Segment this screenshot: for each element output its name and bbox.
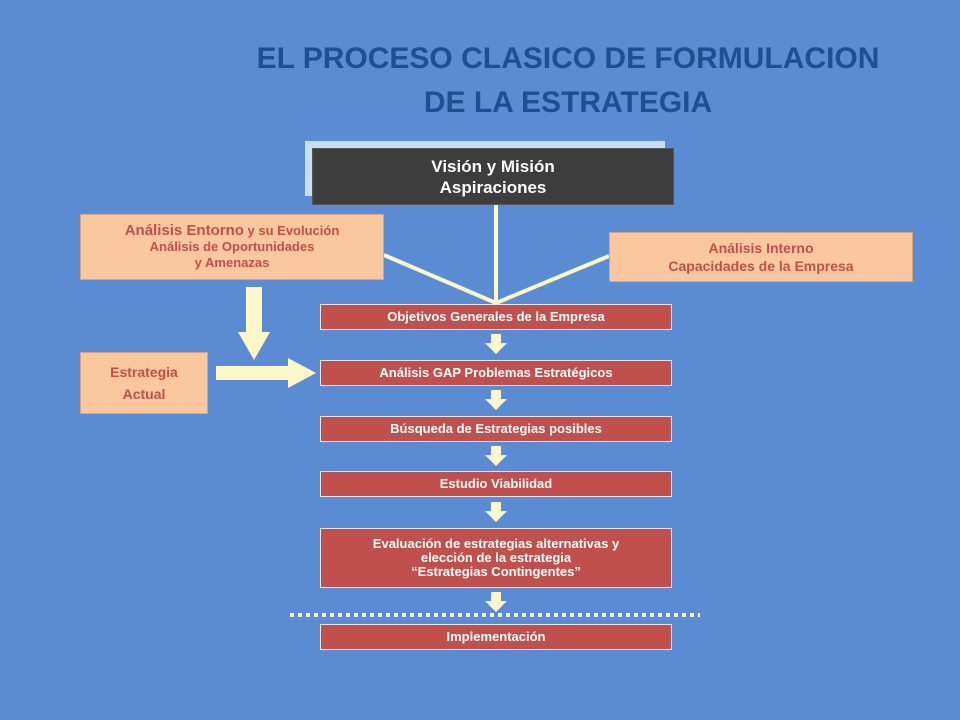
actual-line-2: Actual bbox=[122, 386, 166, 402]
env-line-1-small: y su Evolución bbox=[243, 223, 340, 238]
vision-line-2: Aspiraciones bbox=[439, 177, 547, 197]
step-objetivos-label: Objetivos Generales de la Empresa bbox=[387, 309, 605, 324]
step-viabilidad-label: Estudio Viabilidad bbox=[439, 476, 553, 491]
step-arrows bbox=[485, 334, 507, 612]
step-busqueda: Búsqueda de Estrategias posibles bbox=[320, 416, 672, 442]
env-line-2: Análisis de Oportunidades bbox=[149, 239, 315, 254]
internal-analysis-box: Análisis Interno Capacidades de la Empre… bbox=[609, 232, 913, 282]
step-evaluacion: Evaluación de estrategias alternativas y… bbox=[320, 528, 672, 588]
step-objetivos: Objetivos Generales de la Empresa bbox=[320, 304, 672, 330]
actual-right-arrow-head bbox=[288, 358, 316, 388]
step-evaluacion-line-2: elección de la estrategia bbox=[420, 550, 572, 565]
step-gap: Análisis GAP Problemas Estratégicos bbox=[320, 360, 672, 386]
step-evaluacion-line-1: Evaluación de estrategias alternativas y bbox=[372, 536, 620, 551]
env-line-1-big: Análisis Entorno bbox=[124, 222, 244, 239]
connector-internal bbox=[495, 254, 610, 305]
step-implementacion-label: Implementación bbox=[446, 629, 546, 644]
env-down-arrow-head bbox=[238, 332, 270, 360]
vision-line-1: Visión y Misión bbox=[431, 156, 555, 176]
title-line-2: DE LA ESTRATEGIA bbox=[423, 86, 713, 119]
current-strategy-box: Estrategia Actual bbox=[80, 352, 208, 414]
step-viabilidad: Estudio Viabilidad bbox=[320, 471, 672, 497]
int-line-1: Análisis Interno bbox=[708, 240, 814, 256]
actual-line-1: Estrategia bbox=[110, 364, 178, 380]
step-evaluacion-line-3: “Estrategias Contingentes” bbox=[411, 564, 581, 579]
environment-analysis-box: Análisis Entorno y su Evolución Análisis… bbox=[80, 214, 384, 280]
step-gap-label: Análisis GAP Problemas Estratégicos bbox=[379, 365, 613, 380]
connector-environment bbox=[383, 253, 497, 305]
env-down-arrow-shaft bbox=[246, 287, 262, 334]
step-implementacion: Implementación bbox=[320, 624, 672, 650]
step-busqueda-label: Búsqueda de Estrategias posibles bbox=[390, 421, 602, 436]
vision-mission-box: Visión y Misión Aspiraciones bbox=[312, 148, 674, 205]
env-line-1: Análisis Entorno y su Evolución bbox=[125, 223, 340, 239]
actual-right-arrow-shaft bbox=[216, 366, 290, 380]
title-line-1: EL PROCESO CLASICO DE FORMULACION bbox=[256, 42, 880, 75]
int-line-2: Capacidades de la Empresa bbox=[668, 258, 854, 274]
env-line-3: y Amenazas bbox=[194, 255, 270, 270]
